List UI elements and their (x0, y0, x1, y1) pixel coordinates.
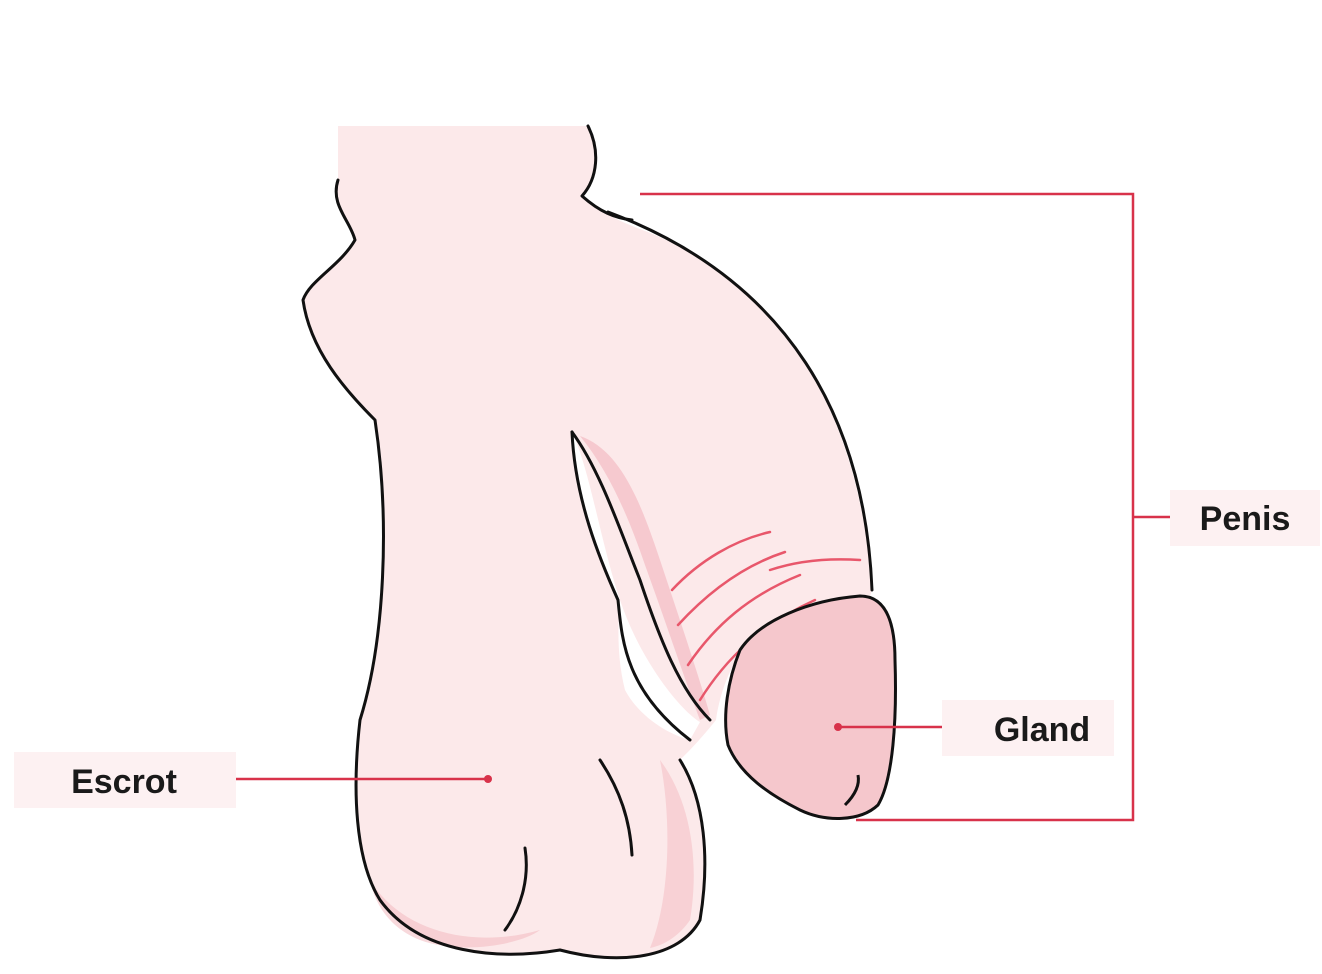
label-gland-text: Gland (994, 711, 1090, 749)
label-escrot-text: Escrot (71, 763, 177, 801)
label-penis: Penis (1170, 490, 1320, 546)
gland-dot (834, 723, 842, 731)
body-shape (303, 126, 872, 958)
illustration (303, 126, 895, 958)
label-gland: Gland (942, 700, 1114, 756)
escrot-dot (484, 775, 492, 783)
label-penis-text: Penis (1200, 500, 1291, 538)
label-escrot: Escrot (14, 752, 236, 808)
